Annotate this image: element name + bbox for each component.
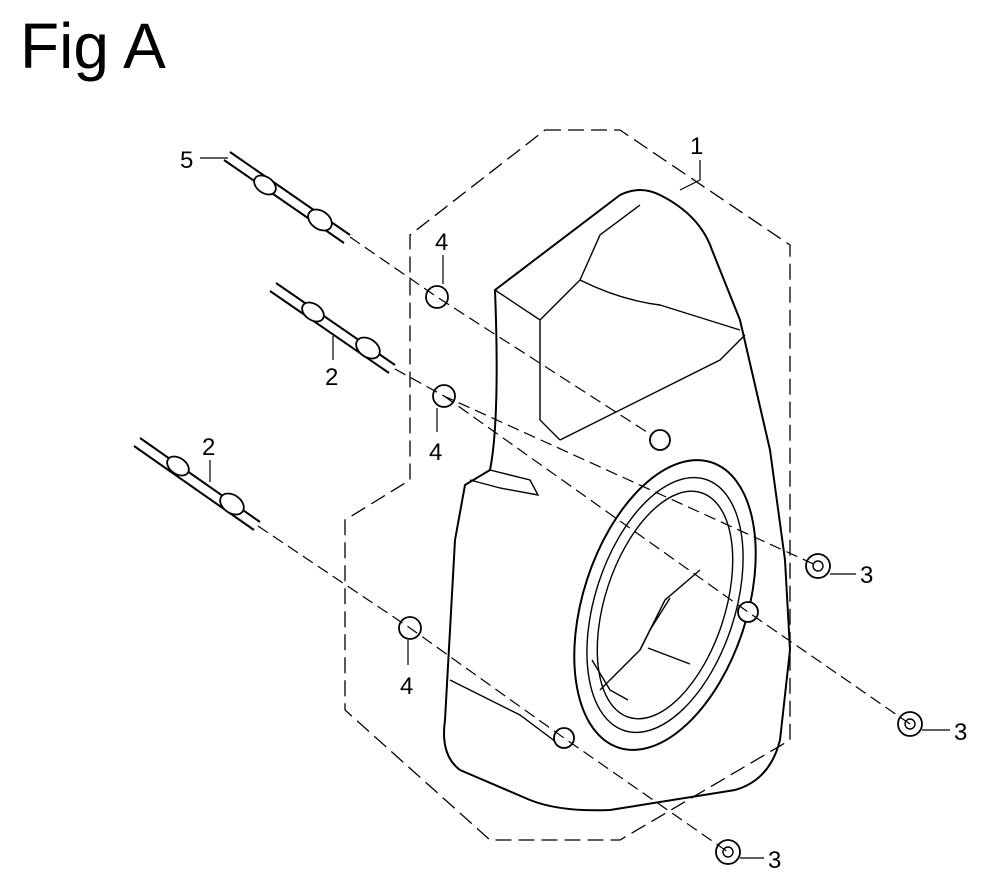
callout-3-upper: 3	[860, 562, 873, 589]
callout-4-lower: 4	[400, 673, 413, 700]
bolt-part-2-upper	[269, 282, 396, 374]
callout-3-lower: 3	[768, 847, 781, 874]
callout-5: 5	[180, 147, 193, 174]
leader-1	[679, 160, 701, 191]
callout-2-lower: 2	[202, 434, 215, 461]
callout-4-middle: 4	[429, 439, 442, 466]
fastener-centerlines	[257, 236, 911, 853]
callout-2-upper: 2	[325, 364, 338, 391]
bolt-part-2-lower	[133, 437, 261, 531]
assembly-boundary	[344, 129, 791, 841]
collar-part-4-upper	[425, 285, 449, 309]
callout-1: 1	[690, 133, 703, 160]
callout-4-upper: 4	[435, 229, 448, 256]
fan-cover	[443, 189, 791, 812]
figure-title: Fig A	[20, 10, 166, 82]
callout-3-middle: 3	[954, 719, 967, 746]
bolt-part-5	[223, 151, 351, 244]
nut-part-3-lower	[715, 839, 741, 865]
nut-part-3-upper	[805, 553, 831, 579]
